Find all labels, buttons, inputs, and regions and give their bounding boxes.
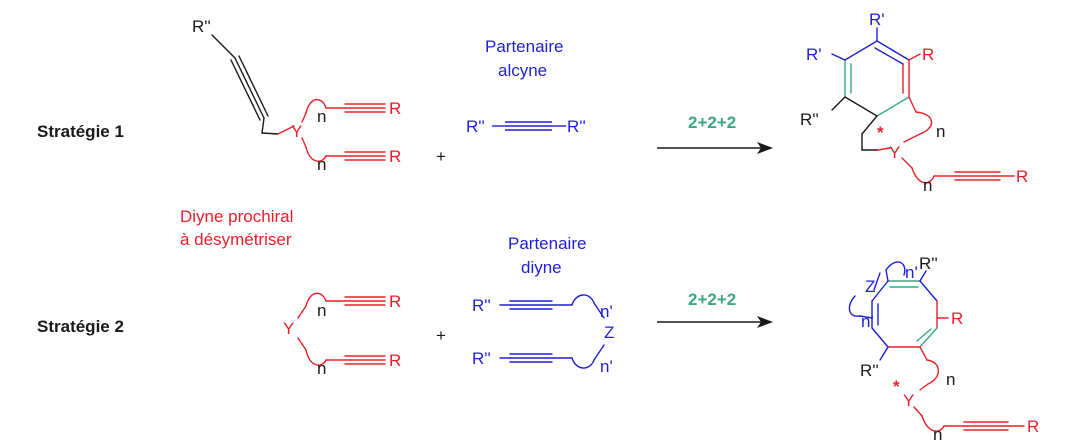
s2-partner-diyne	[499, 294, 605, 369]
s2-plus: +	[436, 326, 446, 345]
s2-partner-r-top: R''	[472, 296, 491, 315]
prochiral-label-line2: à désymétriser	[180, 230, 292, 249]
s1-prod-star: *	[877, 123, 884, 142]
s2-prod-r-end: R	[1027, 417, 1039, 436]
s2-prod-r-double-prime-bottom: R''	[860, 361, 879, 380]
s2-partner-z: Z	[604, 323, 614, 342]
s1-r-bottom: R	[389, 147, 401, 166]
s2-partner-n-bottom: n'	[600, 357, 613, 376]
s2-prod-r: R	[951, 309, 963, 328]
s1-n-bottom: n	[317, 155, 326, 174]
s1-prod-r-double-prime: R''	[800, 110, 819, 129]
s1-partner-title-2: alcyne	[498, 61, 547, 80]
s2-r-bottom: R	[389, 351, 401, 370]
s2-n-bottom: n	[317, 359, 326, 378]
strategy-2-substrate	[297, 292, 386, 366]
s2-partner-r-bottom: R''	[472, 349, 491, 368]
s1-prod-n-ring: n	[936, 122, 945, 141]
s1-partner-title-1: Partenaire	[485, 37, 563, 56]
s1-partner-r-left: R''	[466, 117, 485, 136]
s1-prod-r-prime-top: R'	[869, 10, 885, 29]
strategy-2-label: Stratégie 2	[37, 317, 124, 336]
s1-partner-r-right: R''	[567, 117, 586, 136]
s1-reaction-arrow	[657, 142, 773, 154]
s2-y: Y	[283, 319, 294, 338]
s1-plus: +	[436, 147, 446, 166]
s2-reaction-arrow	[657, 316, 773, 328]
s1-r-double-prime: R''	[192, 17, 211, 36]
s2-prod-r-double-prime-top: R''	[919, 254, 938, 273]
s2-prod-n-prime-bottom: n'	[861, 312, 874, 331]
strategy-1-label: Stratégie 1	[37, 122, 124, 141]
s1-y: Y	[291, 122, 302, 141]
s2-prod-z: Z	[865, 277, 875, 296]
s1-r-top: R	[389, 99, 401, 118]
s2-partner-n-top: n'	[600, 302, 613, 321]
strategy-1-substrate	[211, 34, 386, 162]
s2-n-top: n	[317, 301, 326, 320]
s2-prod-n-ring: n	[946, 370, 955, 389]
s1-product	[831, 27, 1015, 184]
s1-prod-r-end: R	[1016, 167, 1028, 186]
s1-prod-r-prime-left: R'	[806, 45, 822, 64]
s1-partner-alkyne	[492, 121, 566, 131]
prochiral-label-line1: Diyne prochiral	[180, 207, 293, 226]
s1-prod-n-chain: n	[923, 176, 932, 195]
s1-n-top: n	[317, 107, 326, 126]
s2-prod-y: Y	[903, 391, 914, 410]
s2-arrow-label: 2+2+2	[688, 290, 736, 309]
s1-arrow-label: 2+2+2	[688, 113, 736, 132]
s1-prod-r: R	[922, 45, 934, 64]
s2-partner-title-2: diyne	[521, 258, 562, 277]
s2-partner-title-1: Partenaire	[508, 234, 586, 253]
s2-r-top: R	[389, 292, 401, 311]
s2-prod-star: *	[893, 377, 900, 396]
s2-product	[848, 261, 1025, 432]
s1-prod-y: Y	[889, 143, 900, 162]
s2-prod-n-chain: n	[933, 425, 942, 441]
s2-prod-n-prime-top: n'	[905, 263, 918, 282]
